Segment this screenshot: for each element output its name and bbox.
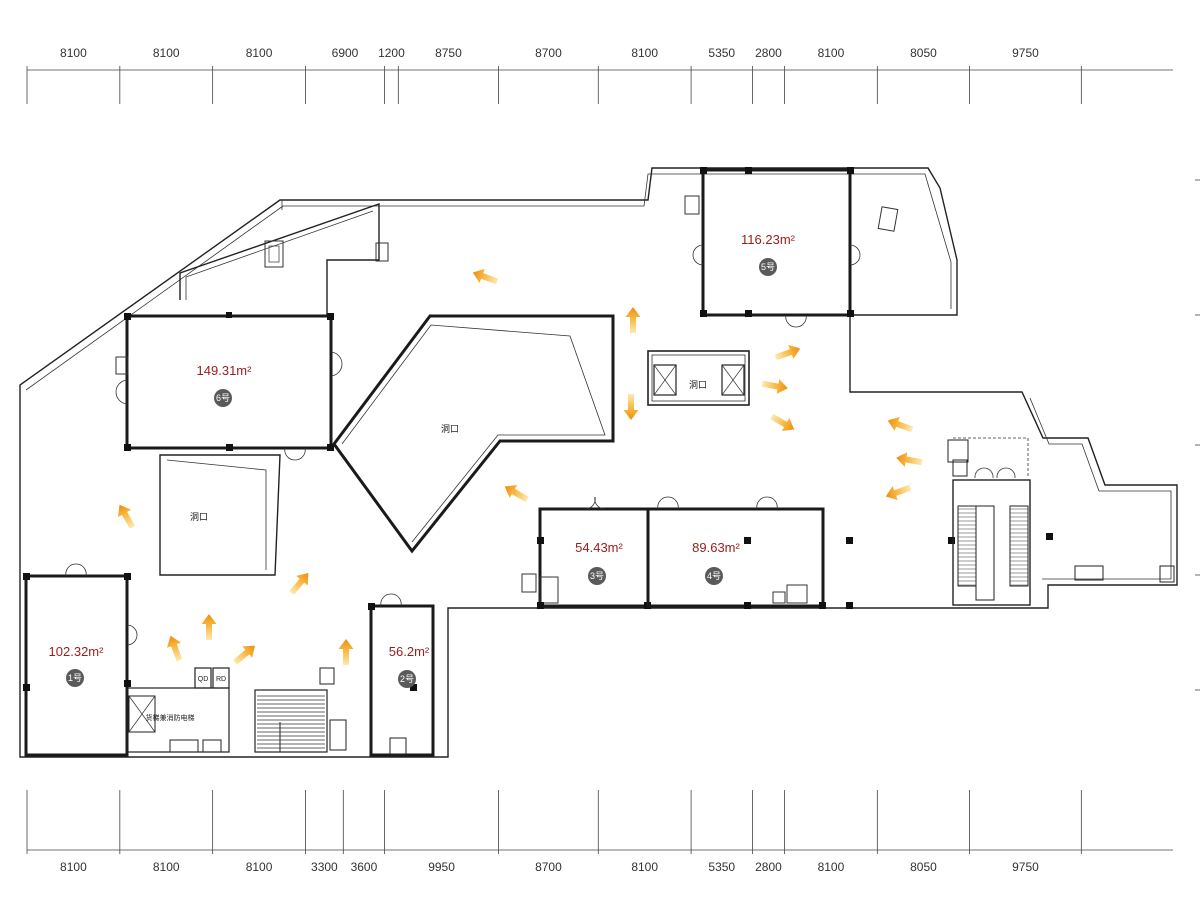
unit-5-area: 116.23m² — [741, 232, 796, 247]
unit-5-room[interactable] — [684, 167, 861, 328]
upper-left-partitions — [179, 200, 389, 316]
flow-arrow — [767, 410, 799, 436]
void-left-label: 洞口 — [190, 512, 208, 522]
flow-arrow — [883, 480, 913, 504]
unit-5-annex — [877, 206, 899, 232]
flow-arrow — [500, 480, 532, 506]
right-stair-core — [947, 437, 1175, 606]
top-dimension-4: 1200 — [378, 46, 405, 60]
unit-2-badge — [398, 670, 416, 688]
unit-3-number: 3号 — [590, 571, 604, 581]
top-dimension-11: 8050 — [910, 46, 937, 60]
unit-4-room[interactable] — [646, 496, 826, 609]
top-dimension-0: 8100 — [60, 46, 87, 60]
bottom-dimension-11: 8050 — [910, 860, 937, 874]
qd-label: QD — [198, 676, 209, 683]
top-dimension-6: 8700 — [535, 46, 562, 60]
flow-arrow — [625, 307, 641, 333]
flow-arrow — [894, 450, 924, 470]
fire-elevator-label: 货梯兼消防电梯 — [146, 713, 195, 722]
bottom-dimension-3: 3300 — [311, 860, 338, 874]
top-dimension-8: 5350 — [708, 46, 735, 60]
unit-5-badge — [759, 258, 777, 276]
flow-arrow — [201, 614, 217, 640]
top-dimension-10: 8100 — [818, 46, 845, 60]
top-dimension-12: 9750 — [1012, 46, 1039, 60]
unit-4-number: 4号 — [707, 571, 721, 581]
bottom-dimension-6: 8700 — [535, 860, 562, 874]
unit-4-area: 89.63m² — [692, 540, 740, 555]
elevator-core — [647, 350, 750, 406]
unit-3-badge — [588, 567, 606, 585]
flow-arrow — [163, 633, 187, 663]
void-core-label: 洞口 — [689, 380, 707, 390]
top-dimension-9: 2800 — [755, 46, 782, 60]
flow-arrow — [773, 341, 803, 365]
unit-4-badge — [705, 567, 723, 585]
unit-2-number: 2号 — [400, 674, 414, 684]
unit-6-number: 6号 — [216, 393, 230, 403]
flow-arrow — [338, 639, 354, 665]
top-dimension-5: 8750 — [435, 46, 462, 60]
bottom-dimension-9: 2800 — [755, 860, 782, 874]
bottom-dimension-4: 3600 — [351, 860, 378, 874]
bottom-dimension-0: 8100 — [60, 860, 87, 874]
top-dimension-3: 6900 — [332, 46, 359, 60]
rd-label: RD — [216, 676, 226, 683]
unit-2-area: 56.2m² — [389, 644, 430, 659]
top-dimension-7: 8100 — [631, 46, 658, 60]
flow-arrow — [470, 265, 500, 289]
right-edge-ticks — [1195, 179, 1200, 691]
bottom-dimension-12: 9750 — [1012, 860, 1039, 874]
flow-arrow — [113, 500, 139, 532]
bottom-dimension-10: 8100 — [818, 860, 845, 874]
top-dimension-line: 8100 8100 8100 6900 1200 8750 8700 8100 5350 2800… — [26, 46, 1173, 104]
unit-5-number: 5号 — [761, 262, 775, 272]
flow-arrow — [623, 394, 639, 420]
unit-6-badge — [214, 389, 232, 407]
service-area — [126, 667, 347, 753]
void-left — [159, 454, 281, 576]
unit-2-room[interactable] — [368, 593, 435, 757]
bottom-dimension-5: 9950 — [428, 860, 455, 874]
flow-arrow — [285, 568, 315, 598]
unit-1-room[interactable] — [23, 563, 138, 757]
bottom-dimension-7: 8100 — [631, 860, 658, 874]
unit-1-number: 1号 — [68, 673, 82, 683]
bottom-dimension-2: 8100 — [246, 860, 273, 874]
unit-3-area: 54.43m² — [575, 540, 623, 555]
void-center — [332, 314, 615, 554]
bottom-dimension-8: 5350 — [708, 860, 735, 874]
bottom-dimension-1: 8100 — [153, 860, 180, 874]
flow-arrow — [230, 639, 260, 669]
flow-arrow — [760, 376, 790, 396]
unit-6-room[interactable] — [115, 312, 343, 461]
flow-arrow — [885, 413, 915, 437]
unit-1-badge — [66, 669, 84, 687]
bottom-dimension-line: 8100 8100 8100 3300 3600 9950 8700 8100 5350 2800… — [26, 790, 1173, 874]
top-dimension-2: 8100 — [246, 46, 273, 60]
unit-1-area: 102.32m² — [49, 644, 105, 659]
top-dimension-1: 8100 — [153, 46, 180, 60]
unit-6-area: 149.31m² — [197, 363, 253, 378]
void-center-label: 洞口 — [441, 424, 459, 434]
